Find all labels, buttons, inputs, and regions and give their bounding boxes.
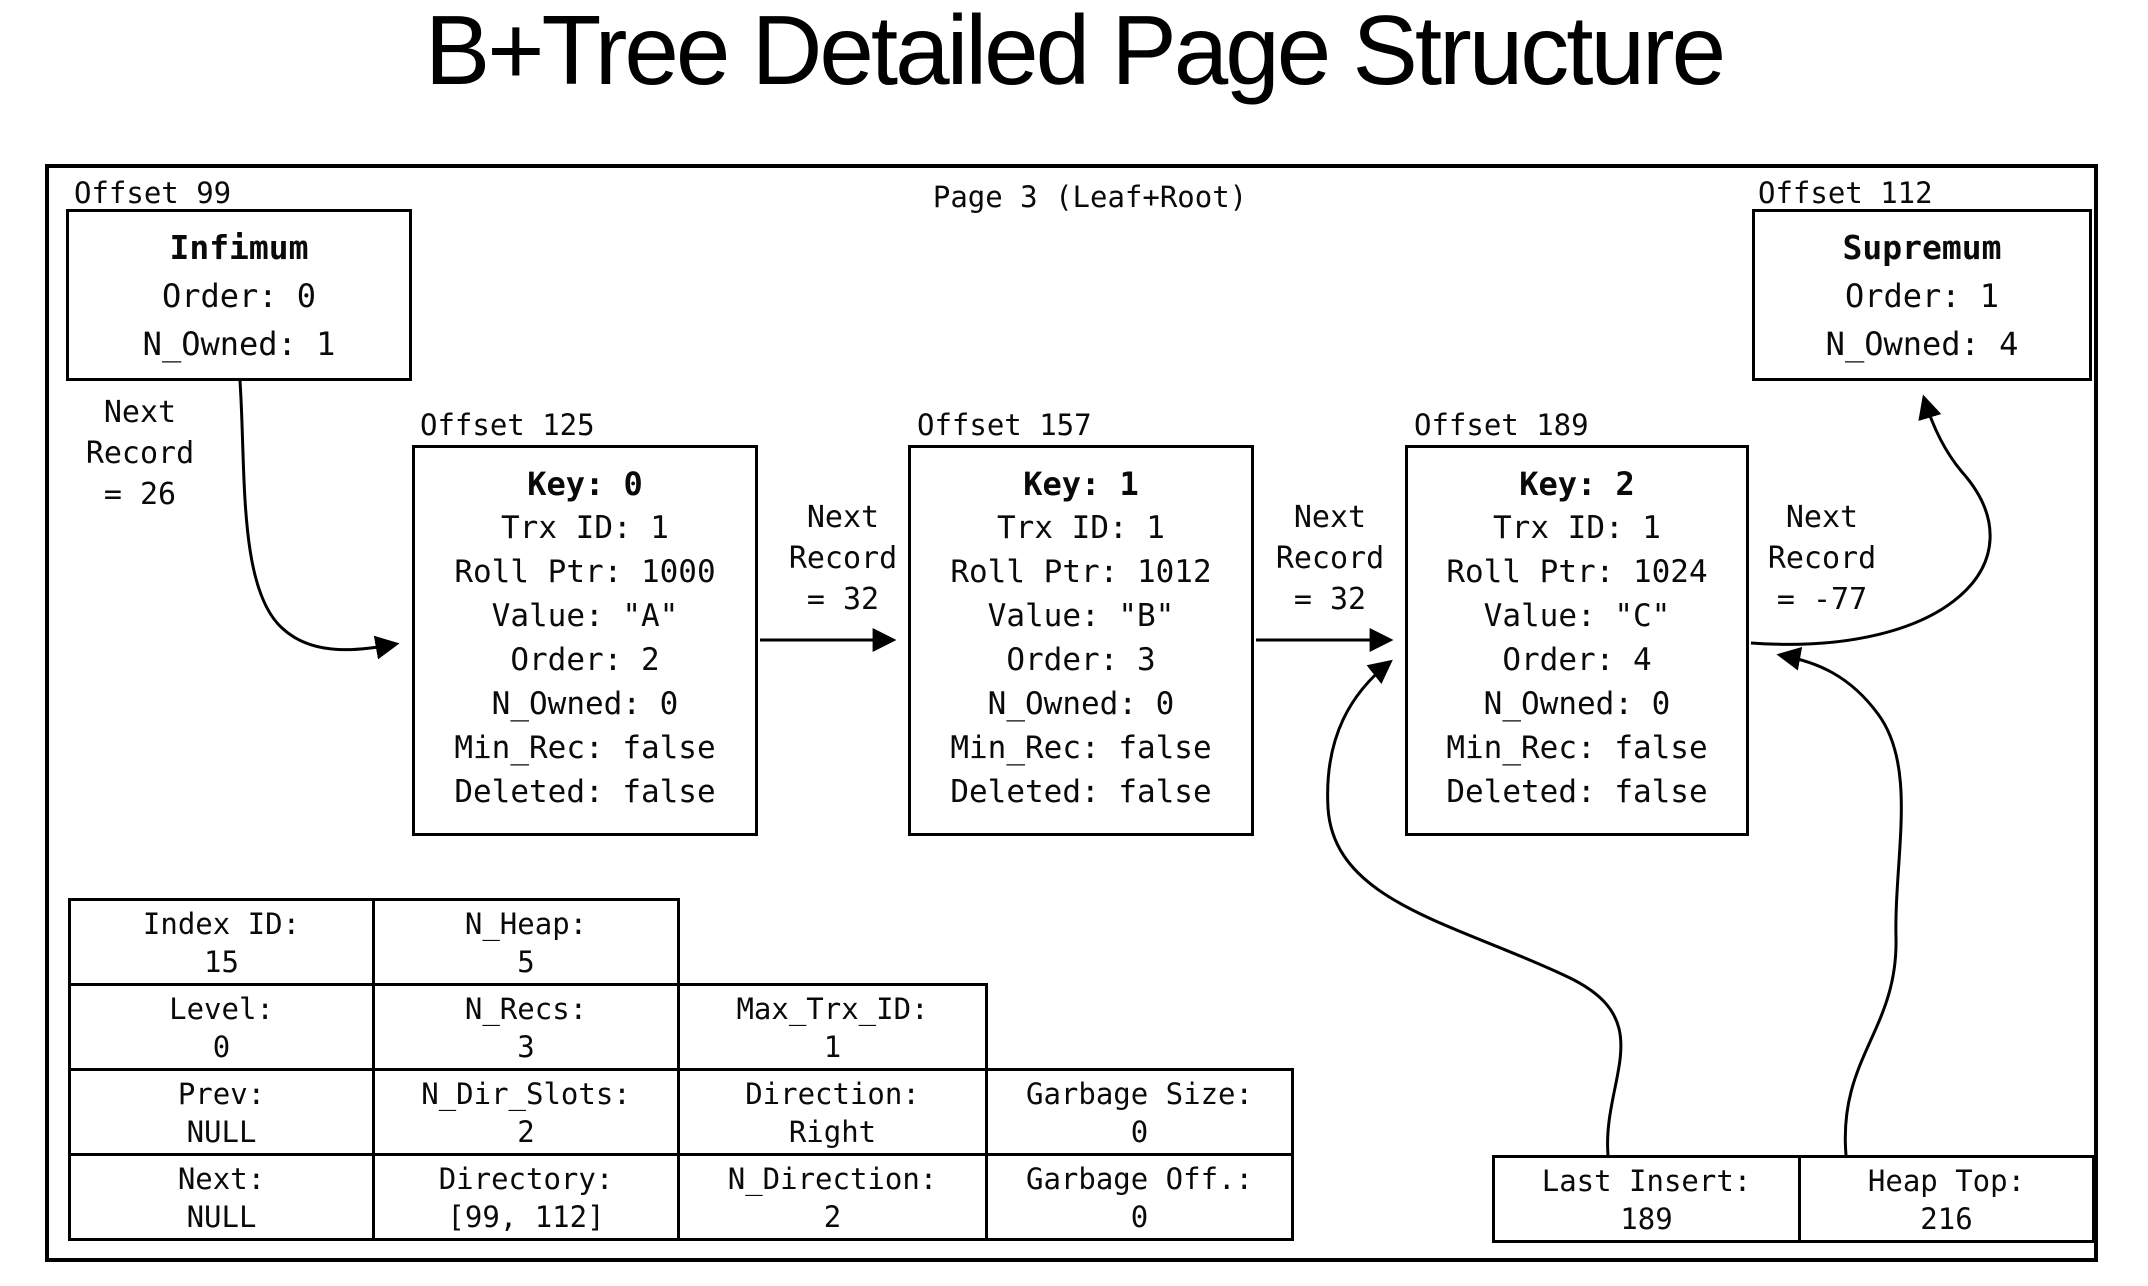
- record0-n-owned: N_Owned: 0: [491, 686, 679, 722]
- record2-value: Value: "C": [1483, 598, 1671, 634]
- cell-label: Max_Trx_ID:: [736, 992, 929, 1026]
- supremum-offset-label: Offset 112: [1758, 176, 1933, 210]
- record0-roll-ptr: Roll Ptr: 1000: [454, 554, 716, 590]
- record0-order: Order: 2: [510, 642, 660, 678]
- cell-label: Next:: [177, 1162, 266, 1196]
- record0-trx-id: Trx ID: 1: [501, 510, 669, 546]
- infimum-offset-label: Offset 99: [74, 176, 232, 210]
- next-record-label-infimum: Next Record = 26: [85, 395, 195, 512]
- cell-label: Last Insert:: [1541, 1164, 1752, 1198]
- supremum-order: Order: 1: [1844, 277, 2000, 315]
- cell-label: Heap Top:: [1867, 1164, 2026, 1198]
- record1-min-rec: Min_Rec: false: [950, 730, 1212, 766]
- next-record-label-key0: Next Record = 32: [788, 500, 898, 617]
- cell-label: Direction:: [745, 1077, 920, 1111]
- page-header-cell-n-heap: N_Heap: 5: [372, 898, 680, 986]
- cell-label: Directory:: [438, 1162, 614, 1196]
- record-box-key-0: Key: 0 Trx ID: 1 Roll Ptr: 1000 Value: "…: [412, 445, 758, 836]
- page-header-cell-directory: Directory: [99, 112]: [372, 1153, 680, 1241]
- record-box-key-1: Key: 1 Trx ID: 1 Roll Ptr: 1012 Value: "…: [908, 445, 1254, 836]
- cell-value: 0: [1130, 1200, 1149, 1234]
- record1-n-owned: N_Owned: 0: [987, 686, 1175, 722]
- cell-value: [99, 112]: [447, 1200, 605, 1234]
- page-header-cell-max-trx-id: Max_Trx_ID: 1: [677, 983, 988, 1071]
- page-header-row-3: Prev: NULL N_Dir_Slots: 2 Direction: Rig…: [68, 1068, 1294, 1156]
- cell-label: Garbage Off.:: [1026, 1162, 1253, 1196]
- page-header-cell-garbage-off: Garbage Off.: 0: [985, 1153, 1294, 1241]
- record0-deleted: Deleted: false: [454, 774, 716, 810]
- page-header-row-2: Level: 0 N_Recs: 3 Max_Trx_ID: 1: [68, 983, 988, 1071]
- page-header-cell-direction: Direction: Right: [677, 1068, 988, 1156]
- page-boundary-box: [45, 164, 2098, 1262]
- cell-value: 15: [204, 945, 239, 979]
- record2-key: Key: 2: [1519, 465, 1635, 503]
- next-record-label-key1: Next Record = 32: [1275, 500, 1385, 617]
- page-header-cell-level: Level: 0: [68, 983, 375, 1071]
- cell-value: Right: [788, 1115, 877, 1149]
- record2-offset-label: Offset 189: [1414, 408, 1589, 442]
- cell-value: 2: [517, 1115, 535, 1149]
- page-header-cell-n-recs: N_Recs: 3: [372, 983, 680, 1071]
- page-header-cell-garbage-size: Garbage Size: 0: [985, 1068, 1294, 1156]
- record1-trx-id: Trx ID: 1: [997, 510, 1165, 546]
- record1-key: Key: 1: [1023, 465, 1139, 503]
- record2-deleted: Deleted: false: [1446, 774, 1708, 810]
- page-header-cell-n-direction: N_Direction: 2: [677, 1153, 988, 1241]
- record0-value: Value: "A": [491, 598, 679, 634]
- cell-value: 0: [1130, 1115, 1149, 1149]
- supremum-n-owned: N_Owned: 4: [1825, 325, 2019, 363]
- heap-info-row: Last Insert: 189 Heap Top: 216: [1492, 1155, 2095, 1243]
- record0-offset-label: Offset 125: [420, 408, 595, 442]
- cell-label: Garbage Size:: [1026, 1077, 1253, 1111]
- page-header-cell-prev: Prev: NULL: [68, 1068, 375, 1156]
- cell-value: NULL: [186, 1200, 257, 1234]
- record1-value: Value: "B": [987, 598, 1175, 634]
- cell-value: 3: [517, 1030, 535, 1064]
- cell-label: Index ID:: [142, 907, 301, 941]
- cell-value: 5: [517, 945, 535, 979]
- infimum-title: Infimum: [169, 228, 309, 267]
- cell-value: NULL: [186, 1115, 257, 1149]
- record1-roll-ptr: Roll Ptr: 1012: [950, 554, 1212, 590]
- cell-label: N_Dir_Slots:: [421, 1077, 631, 1111]
- cell-value: 216: [1920, 1202, 1973, 1236]
- record0-min-rec: Min_Rec: false: [454, 730, 716, 766]
- record0-key: Key: 0: [527, 465, 643, 503]
- cell-label: N_Heap:: [464, 907, 588, 941]
- last-insert-cell: Last Insert: 189: [1492, 1155, 1801, 1243]
- cell-value: 189: [1620, 1202, 1673, 1236]
- infimum-n-owned: N_Owned: 1: [142, 325, 336, 363]
- cell-label: N_Direction:: [727, 1162, 938, 1196]
- page-header-cell-index-id: Index ID: 15: [68, 898, 375, 986]
- cell-label: Level:: [169, 992, 274, 1026]
- cell-label: Prev:: [177, 1077, 266, 1111]
- record1-offset-label: Offset 157: [917, 408, 1092, 442]
- record1-deleted: Deleted: false: [950, 774, 1212, 810]
- next-record-label-key2: Next Record = -77: [1767, 500, 1877, 617]
- supremum-title: Supremum: [1842, 228, 2002, 267]
- page-label: Page 3 (Leaf+Root): [932, 180, 1248, 214]
- record1-order: Order: 3: [1006, 642, 1156, 678]
- page-header-row-4: Next: NULL Directory: [99, 112] N_Direct…: [68, 1153, 1294, 1241]
- cell-label: N_Recs:: [464, 992, 588, 1026]
- cell-value: 2: [823, 1200, 842, 1234]
- record2-roll-ptr: Roll Ptr: 1024: [1446, 554, 1708, 590]
- page-header-cell-next: Next: NULL: [68, 1153, 375, 1241]
- cell-value: 0: [212, 1030, 231, 1064]
- page-header-row-1: Index ID: 15 N_Heap: 5: [68, 898, 680, 986]
- record2-min-rec: Min_Rec: false: [1446, 730, 1708, 766]
- page-header-cell-n-dir-slots: N_Dir_Slots: 2: [372, 1068, 680, 1156]
- infimum-order: Order: 0: [161, 277, 317, 315]
- record2-order: Order: 4: [1502, 642, 1652, 678]
- record2-trx-id: Trx ID: 1: [1493, 510, 1661, 546]
- supremum-box: Supremum Order: 1 N_Owned: 4: [1752, 209, 2092, 381]
- record2-n-owned: N_Owned: 0: [1483, 686, 1671, 722]
- heap-top-cell: Heap Top: 216: [1798, 1155, 2095, 1243]
- infimum-box: Infimum Order: 0 N_Owned: 1: [66, 209, 412, 381]
- cell-value: 1: [823, 1030, 842, 1064]
- record-box-key-2: Key: 2 Trx ID: 1 Roll Ptr: 1024 Value: "…: [1405, 445, 1749, 836]
- diagram-title: B+Tree Detailed Page Structure: [424, 0, 1726, 105]
